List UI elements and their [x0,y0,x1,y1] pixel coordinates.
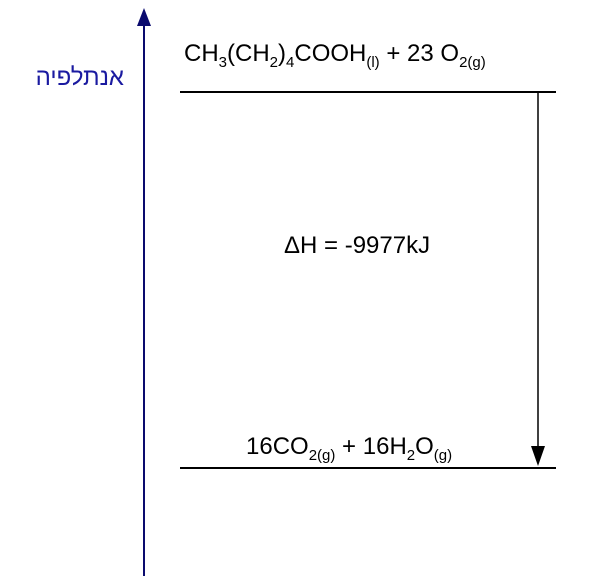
reactants-formula: CH3(CH2)4COOH(l) + 23 O2(g) [184,40,486,71]
formula-subscript: (l) [366,54,380,71]
formula-text: O [415,433,434,460]
products-formula: 16CO2(g) + 16H2O(g) [246,433,452,464]
formula-text: ) [278,40,287,67]
formula-text: CH [184,40,219,67]
formula-subscript: 3 [218,54,228,71]
formula-subscript: 2(g) [459,54,486,71]
axis-label-enthalpy: אנתלפיה [35,64,124,91]
formula-subscript: 2 [406,447,416,464]
formula-subscript: 4 [286,54,295,71]
formula-subscript: 2(g) [308,447,336,464]
formula-subscript: (g) [433,447,453,464]
formula-text: 16CO [246,433,309,460]
formula-text: COOH [294,40,367,67]
reaction-arrowhead [531,446,545,466]
enthalpy-axis-arrowhead [137,8,151,26]
formula-text: + 16H [335,433,407,460]
formula-text: (CH [227,40,270,67]
formula-subscript: 2 [269,54,279,71]
formula-text: + 23 O [379,40,460,67]
enthalpy-change-label: ΔH = -9977kJ [284,232,431,259]
